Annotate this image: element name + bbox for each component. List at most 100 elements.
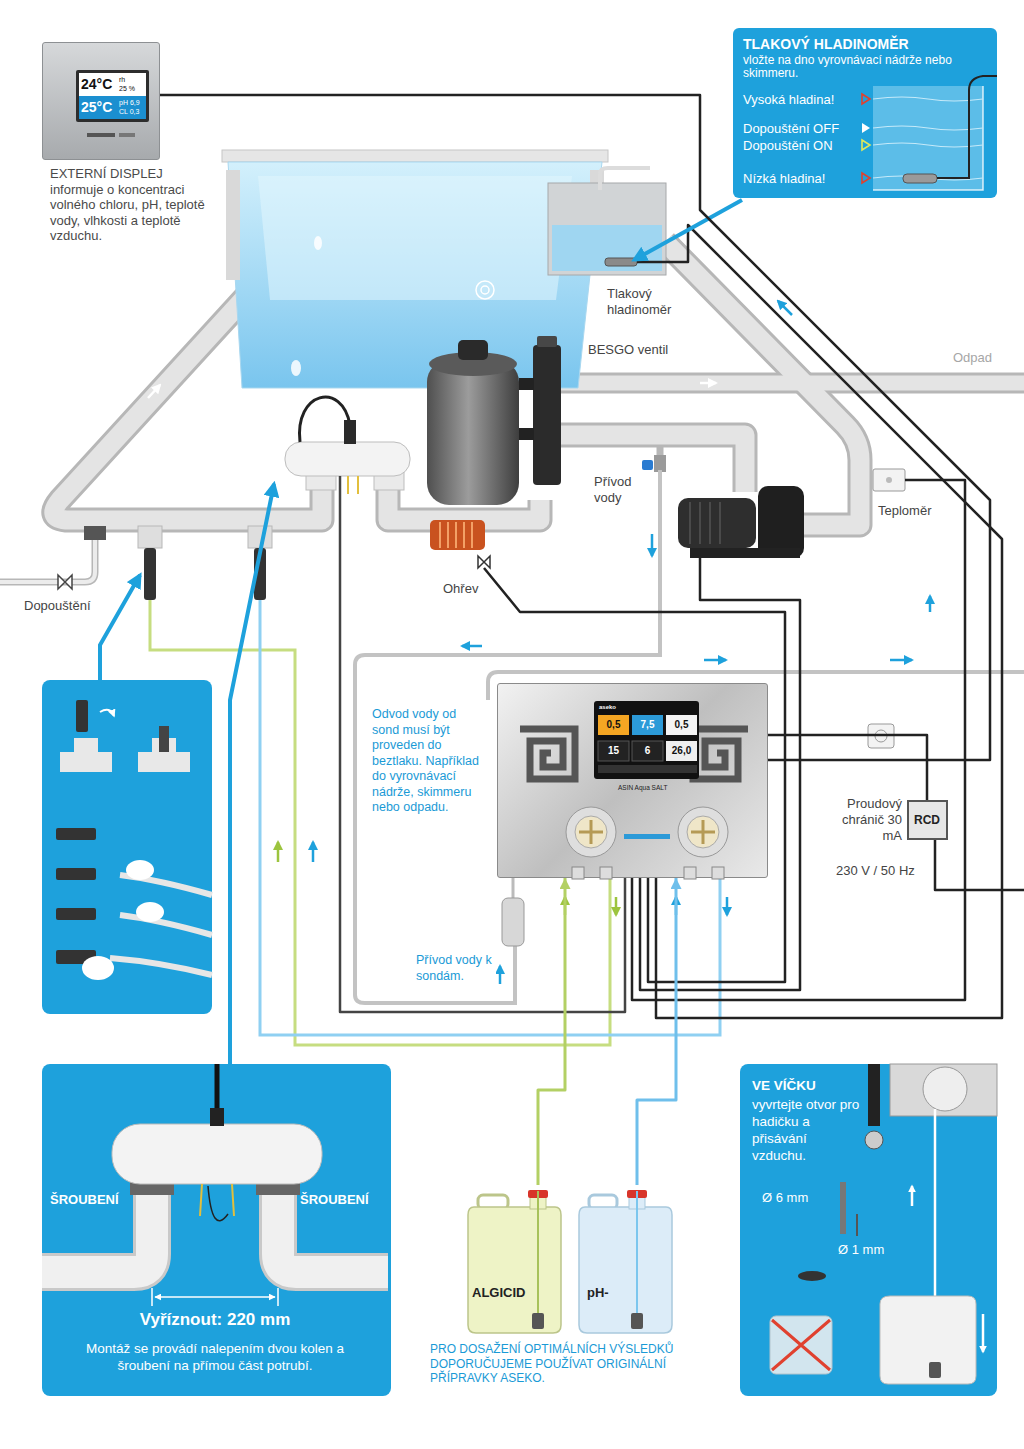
flow-arrows-part [929,596,932,612]
recommendation-note: PRO DOSAŽENÍ OPTIMÁLNÍCH VÝSLEDKŮ DOPORU… [430,1342,722,1386]
screen-value: 0,5 [598,715,629,735]
suction-tube [538,878,565,1185]
besgo-valve-part [519,428,534,440]
chlorinator-cell-part [285,442,410,476]
chemical-canister: ALGICID [466,1185,563,1333]
besgo-valve-part [533,345,561,485]
dosing-controller-art-part [632,741,663,761]
display-value: 25 % [119,85,135,93]
mounting-panel-art-part [215,1064,220,1114]
note-text: Přívod vody k sondám. [416,953,496,984]
cap-instruction-panel: VE VÍČKUvyvrtejte otvor pro hadičku a př… [740,1064,997,1396]
display-value: 25°C [81,99,112,115]
level-sensor-panel: TLAKOVÝ HLADINOMĚRvložte na dno vyrovnáv… [733,28,997,198]
circulation-pump-part [690,502,720,544]
screen-value: 7,5 [632,715,663,735]
pipe-network-part [0,530,95,582]
mounting-panel-art-part [200,1184,234,1216]
dosing-controller-art-part [520,729,575,779]
fill-valve-part [58,575,72,589]
external-display-art-part [76,70,149,122]
dosing-controller-art-part [693,729,748,779]
part-label: Tlakový hladinoměr [607,286,691,318]
panel-heading: VE VÍČKU [752,1078,816,1093]
chlorinator-cell [285,397,410,494]
besgo-valve-part [537,336,557,347]
screen-value: 6 [632,741,663,761]
pipe-network-part [0,530,95,582]
pool-basin-part [222,150,608,162]
mounting-panel-art-part [278,1182,388,1272]
dosing-controller-art-part [712,867,724,879]
flow-arrows-part [615,897,618,915]
heater-part [478,556,490,568]
flow-arrows-part [230,484,274,1064]
display-value: CL 0,3 [119,108,139,116]
flow-arrows-part [148,385,160,398]
flow-arrows-part [462,645,482,648]
dosing-controller-art-part [598,765,697,773]
heater [430,520,490,568]
dimension-label: Ø 1 mm [838,1242,884,1257]
circulation-pump-part [758,486,804,558]
besgo-valve [519,336,561,485]
cap-instruction-panel-art-part [890,1064,997,1116]
power-cable [768,735,927,800]
mounting-panel-art-part [42,1182,152,1272]
balancing-tank-part [605,258,637,266]
cap-instruction-panel-art-part [868,1064,880,1126]
cap-instruction-panel-art-part [770,1316,832,1374]
cap-instruction-panel-art-part [856,1214,858,1236]
cap-instruction-panel-art-part [798,1271,826,1281]
flow-arrows [100,200,930,1064]
instruction-panel-part [82,956,114,980]
dosing-controller-art-part [600,867,612,879]
circulation-pump-part [690,548,800,558]
instruction-panel-part [110,875,212,975]
note-text: Odvod vody od sond musí být proveden do … [372,707,484,816]
cap-instruction-panel-art-part [934,1109,937,1296]
probe-tees-part [84,526,106,540]
level-sensor-panel-art-part [862,173,870,183]
display-value: rh [119,76,125,84]
rcd-label: RCD [909,813,945,827]
water-inlet-tap-part [654,455,666,472]
pipe-network-part [560,373,1024,394]
dosing-controller-art [498,684,769,879]
cap-instruction-panel-art-part [840,1182,846,1234]
mounting-panel-art-part [152,1288,278,1306]
dosing-controller-art-part [687,816,719,848]
dosing-controller-art-part [666,741,697,761]
dosing-controller-art-part [566,807,616,857]
external-display: 24°Crh25 %25°CpH 6,9CL 0,3 [42,42,160,160]
mounting-panel-art-part [210,1108,224,1126]
chlorinator-cell-part [344,420,356,444]
sand-filter-part [427,360,519,505]
level-label: Dopouštění OFF [743,121,839,136]
mounting-panel: ŠROUBENÍŠROUBENÍVyříznout: 220 mmMontáž … [42,1064,391,1396]
dosing-controller-art-part [691,820,715,844]
instruction-panel-part [136,902,164,922]
signal-cables-part [935,840,1024,890]
level-label: Vysoká hladina! [743,92,834,107]
level-sensor-panel-art-part [903,174,937,183]
water-inlet-tap [642,455,666,472]
chlorinator-cell-part [299,397,350,442]
fitting-label: ŠROUBENÍ [50,1192,119,1207]
part-label: Teploměr [878,503,931,519]
part-label: 230 V / 50 Hz [836,863,915,879]
level-sensor-panel-art-part [937,76,997,178]
dimension-label: Ø 6 mm [762,1190,808,1205]
level-sensor-panel-art-part [862,140,870,150]
balancing-tank-part [600,168,650,190]
level-sensor-panel-art-part [862,123,870,133]
flow-arrows-part [277,842,280,862]
part-label: Proudový chránič 30 mA [820,796,902,844]
balancing-tank-part [552,225,662,271]
level-sensor-panel-art-part [873,86,983,190]
instruction-panel-part [56,868,96,880]
flow-arrows-part [651,534,654,556]
level-sensor-panel-art-part [873,86,983,190]
part-label: Ohřev [443,581,478,597]
